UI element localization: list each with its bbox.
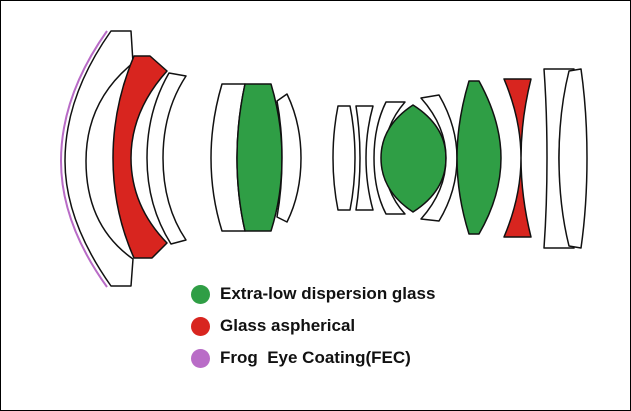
- legend-item-aspherical: Glass aspherical: [191, 310, 435, 342]
- lens-element-13: [503, 78, 532, 238]
- legend-item-ed: Extra-low dispersion glass: [191, 278, 435, 310]
- lens-element-8: [355, 105, 374, 211]
- lens-element-15: [558, 68, 588, 249]
- lens-element-2: [112, 55, 168, 259]
- lens-element-1: [64, 30, 134, 287]
- lens-element-10: [380, 104, 447, 213]
- fec-swatch-icon: [191, 348, 210, 368]
- lens-element-3: [146, 72, 187, 245]
- lens-element-12: [456, 80, 502, 235]
- lens-element-5: [236, 83, 283, 232]
- legend-item-fec: Frog Eye Coating(FEC): [191, 342, 435, 374]
- legend: Extra-low dispersion glass Glass aspheri…: [191, 278, 435, 374]
- legend-label: Frog Eye Coating(FEC): [220, 348, 411, 367]
- legend-label: Extra-low dispersion glass: [220, 284, 436, 303]
- lens-element-11: [420, 94, 458, 222]
- lens-element-6: [276, 93, 302, 223]
- aspherical-swatch-icon: [191, 316, 210, 336]
- legend-label: Glass aspherical: [220, 316, 356, 335]
- fec-coating-arc: [60, 30, 108, 288]
- lens-element-7: [332, 105, 356, 211]
- ed-glass-swatch-icon: [191, 284, 210, 304]
